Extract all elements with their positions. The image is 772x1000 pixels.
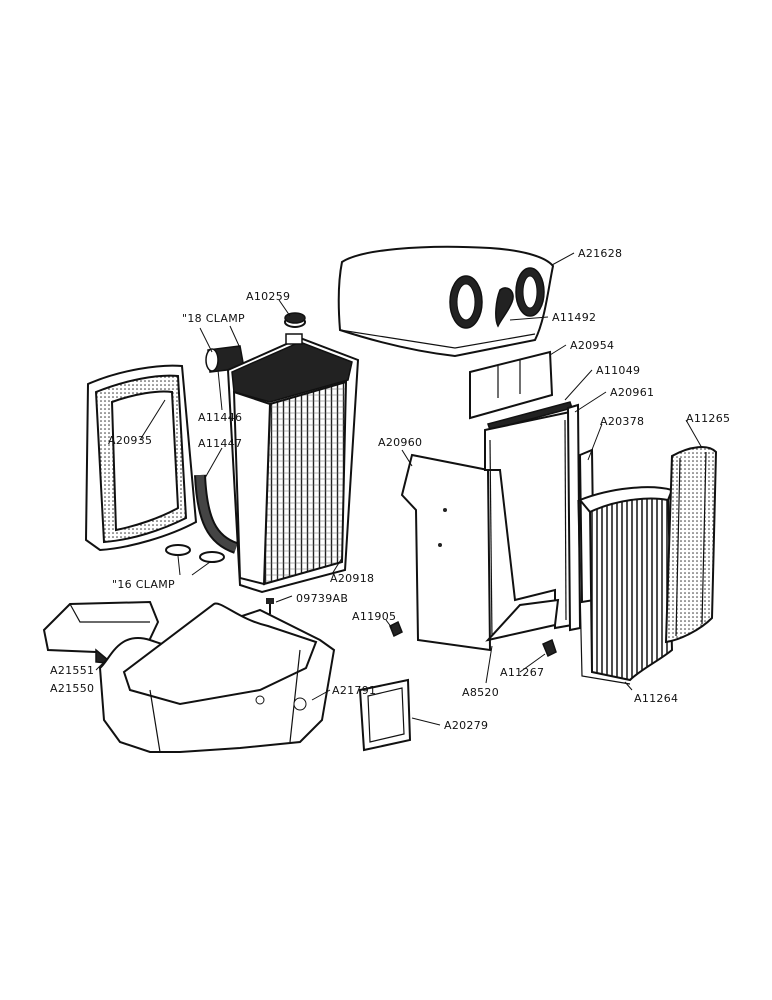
label-a11049: A11049 [596, 364, 640, 377]
label-a20960: A20960 [378, 436, 422, 449]
grille-screen [664, 446, 718, 644]
leader-lines [95, 252, 703, 726]
label-a10259: A10259 [246, 290, 290, 303]
label-a11447: A11447 [198, 437, 242, 450]
upper-panel [469, 350, 554, 420]
label-a11446: A11446 [198, 411, 242, 424]
label-a20279: A20279 [444, 719, 488, 732]
label-a21628: A21628 [578, 247, 622, 260]
label-a20935: A20935 [108, 434, 152, 447]
label-a20378: A20378 [600, 415, 644, 428]
frame-shroud [484, 410, 574, 642]
hood-top-cover [337, 245, 555, 358]
front-grille [577, 486, 674, 685]
radiator [226, 312, 360, 594]
radiator-hoses [165, 345, 245, 563]
part-labels: A21628 A11492 A20954 A11049 A20961 A2037… [50, 247, 730, 732]
label-a11264: A11264 [634, 692, 678, 705]
label-09739ab: 09739AB [296, 592, 348, 605]
label-a11265: A11265 [686, 412, 730, 425]
front-plate [358, 678, 412, 752]
front-bolster [98, 602, 336, 753]
label-a21551: A21551 [50, 664, 94, 677]
label-a11492: A11492 [552, 311, 596, 324]
clip-a11267 [542, 638, 557, 658]
label-a8520: A8520 [462, 686, 499, 699]
label-a20961: A20961 [610, 386, 654, 399]
bolt [266, 598, 274, 614]
left-side-sheet [400, 453, 492, 652]
label-a21550: A21550 [50, 682, 94, 695]
label-a21791: A21791 [332, 684, 376, 697]
label-a20954: A20954 [570, 339, 614, 352]
label-clamp16: "16 CLAMP [112, 578, 175, 591]
label-clamp18: "18 CLAMP [182, 312, 245, 325]
label-a11905: A11905 [352, 610, 396, 623]
label-a11267: A11267 [500, 666, 544, 679]
side-bar [566, 403, 582, 632]
fan-shroud [84, 364, 198, 552]
label-a20918: A20918 [330, 572, 374, 585]
clip-a11905 [389, 620, 403, 638]
